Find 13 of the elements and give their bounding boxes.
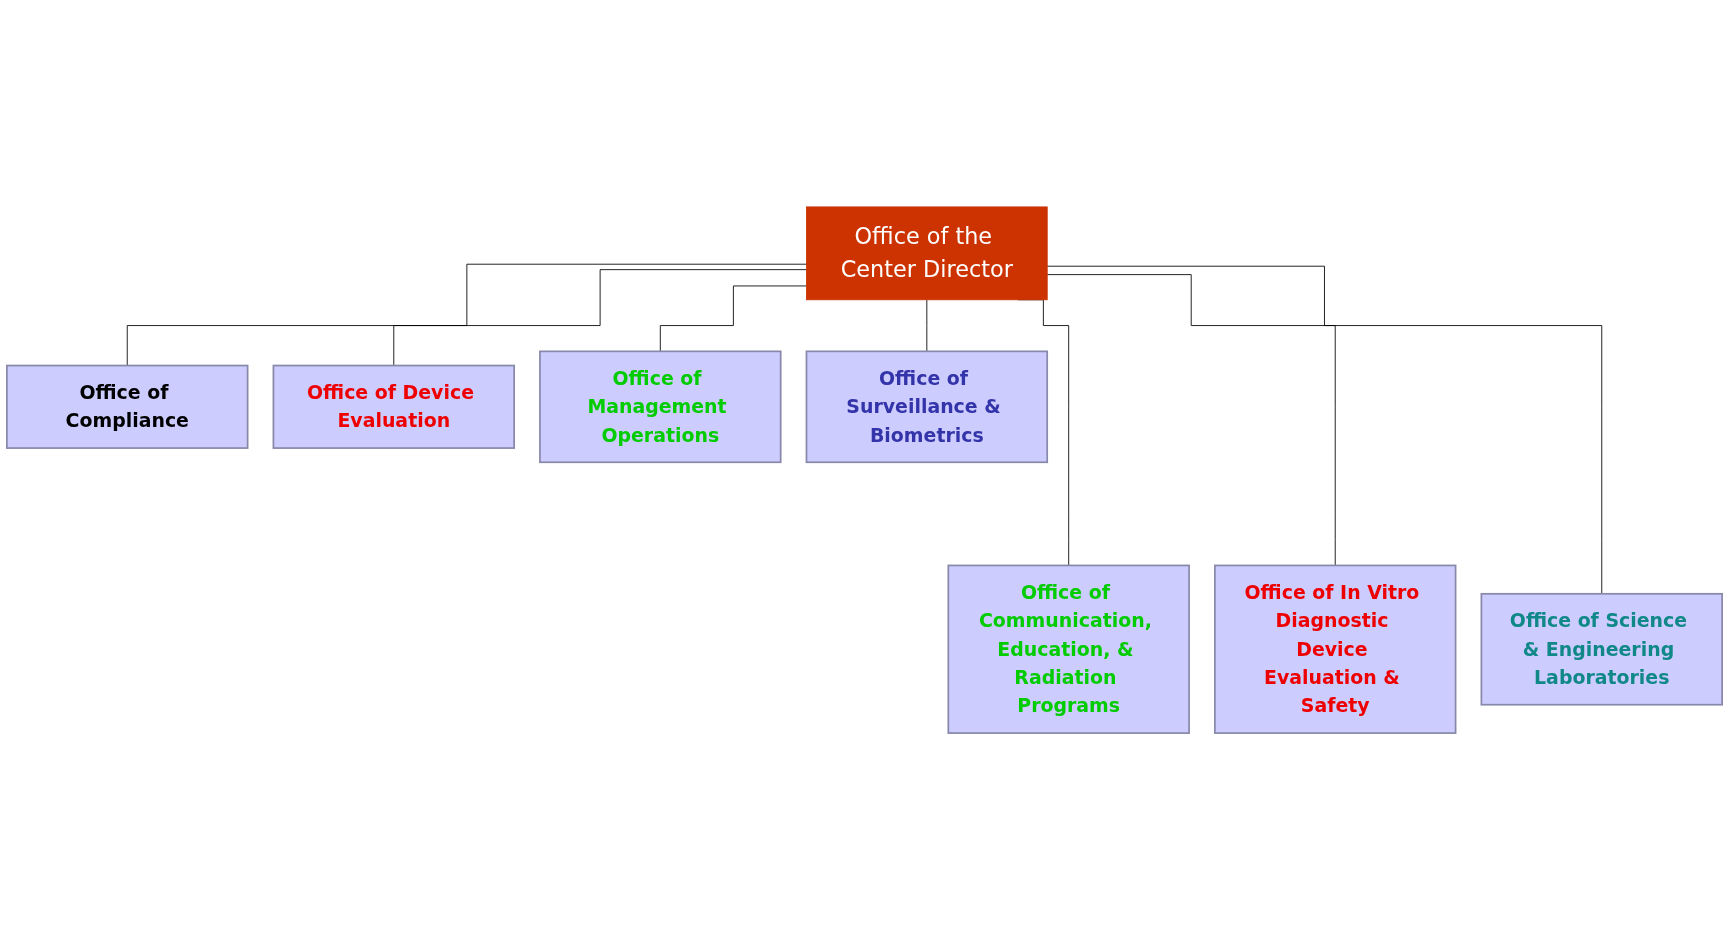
node-box: Office of Device Evaluation bbox=[272, 364, 515, 449]
node-box: Office of Science & Engineering Laboratories bbox=[1480, 592, 1723, 706]
node-box: Office of Management Operations bbox=[539, 350, 782, 464]
connector bbox=[1046, 274, 1336, 566]
connector bbox=[659, 285, 807, 352]
node-box: Office of In Vitro Diagnostic Device Evaluation & Safety bbox=[1214, 564, 1457, 734]
connector bbox=[393, 269, 807, 366]
node-box: Office of Compliance bbox=[6, 364, 249, 449]
node-box: Office of Surveillance & Biometrics bbox=[805, 350, 1049, 464]
connector bbox=[126, 263, 807, 366]
connector bbox=[1046, 265, 1603, 595]
node-box: Office of Communication, Education, & Radiation Programs bbox=[947, 564, 1190, 734]
node-box: Office of the Center Director bbox=[806, 206, 1048, 301]
